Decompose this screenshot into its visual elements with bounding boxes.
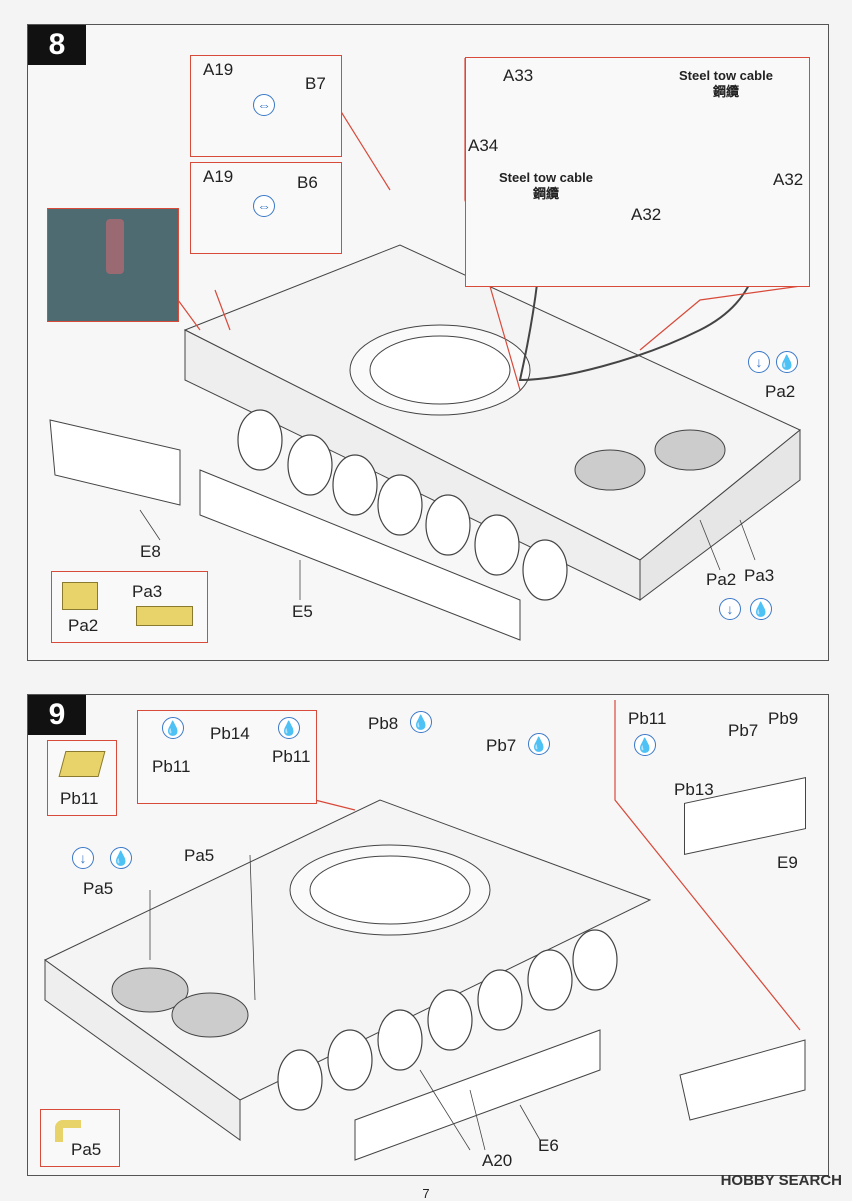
label-pa5-left: Pa5: [83, 879, 114, 898]
callout-pb11-pb14: 💧 💧 Pb14 Pb11 Pb11: [137, 710, 317, 804]
legend-label-pa3: Pa3: [132, 582, 163, 601]
label-pb14: Pb14: [210, 724, 250, 743]
detail-photo-inset: [47, 208, 179, 322]
label-pb11-left: Pb11: [152, 757, 191, 776]
flip-arrows-icon: ⇔: [253, 195, 275, 217]
label-pa2-lower: Pa2: [706, 570, 737, 589]
part-pa2-swatch: [62, 582, 98, 610]
glue-drop-icon: 💧: [410, 711, 432, 733]
glue-drop-icon: 💧: [528, 733, 550, 755]
label-e5: E5: [292, 602, 313, 621]
legend-label-pa5: Pa5: [71, 1140, 102, 1159]
press-down-icon: ↓: [748, 351, 770, 373]
legend-pb11: Pb11: [47, 740, 117, 816]
label-a34: A34: [468, 136, 499, 155]
step-number-9: 9: [28, 695, 86, 735]
label-pa2-upper: Pa2: [765, 382, 796, 401]
label-a32-left: A32: [631, 205, 662, 224]
press-down-icon: ↓: [719, 598, 741, 620]
steel-tow-cable-label-top: Steel tow cable 鋼纜: [679, 68, 773, 100]
label-pa5-top: Pa5: [184, 846, 215, 865]
steel-tow-cable-label-mid: Steel tow cable 鋼纜: [499, 170, 593, 202]
label-e8: E8: [140, 542, 161, 561]
glue-drop-icon: 💧: [110, 847, 132, 869]
label-pb13: Pb13: [674, 780, 714, 799]
steel-tow-cable-text: Steel tow cable: [499, 170, 593, 185]
step-number-8: 8: [28, 25, 86, 65]
callout-a19-b7: A19 B7 ⇔: [190, 55, 342, 157]
part-pa3-swatch: [136, 606, 193, 626]
label-pb11: Pb11: [628, 709, 667, 728]
label-a19: A19: [203, 60, 234, 79]
part-pa5-swatch: [55, 1120, 81, 1142]
part-pb11-swatch: [58, 751, 106, 777]
steel-tow-cable-cjk: 鋼纜: [712, 84, 739, 99]
legend-label-pb11: Pb11: [60, 789, 99, 808]
callout-tow-cable: A33 A34 A32 A32 Steel tow cable 鋼纜 Steel…: [465, 57, 810, 287]
label-pb8: Pb8: [368, 714, 399, 733]
watermark: HOBBY SEARCH: [720, 1172, 842, 1189]
label-pb9: Pb9: [768, 709, 799, 728]
press-down-icon: ↓: [72, 847, 94, 869]
label-pa3: Pa3: [744, 566, 775, 585]
glue-drop-icon: 💧: [750, 598, 772, 620]
label-pb7: Pb7: [486, 736, 517, 755]
label-e9: E9: [777, 853, 798, 872]
label-a33: A33: [503, 66, 534, 85]
label-a19: A19: [203, 167, 234, 186]
label-a20: A20: [482, 1151, 513, 1170]
glue-drop-icon: 💧: [162, 717, 184, 739]
label-pb7-right: Pb7: [728, 721, 759, 740]
legend-pa5: Pa5: [40, 1109, 120, 1167]
legend-pa2-pa3: Pa2 Pa3: [51, 571, 208, 643]
glue-drop-icon: 💧: [634, 734, 656, 756]
label-pb11-right: Pb11: [272, 747, 311, 766]
flip-arrows-icon: ⇔: [253, 94, 275, 116]
tow-hook-detail: [106, 219, 124, 274]
label-b7: B7: [305, 74, 326, 93]
glue-drop-icon: 💧: [776, 351, 798, 373]
label-a32-right: A32: [773, 170, 804, 189]
label-e6: E6: [538, 1136, 559, 1155]
label-b6: B6: [297, 173, 318, 192]
legend-label-pa2: Pa2: [68, 616, 99, 635]
page-number: 7: [422, 1186, 430, 1201]
steel-tow-cable-cjk: 鋼纜: [532, 186, 559, 201]
callout-a19-b6: A19 B6 ⇔: [190, 162, 342, 254]
glue-drop-icon: 💧: [278, 717, 300, 739]
steel-tow-cable-text: Steel tow cable: [679, 68, 773, 83]
